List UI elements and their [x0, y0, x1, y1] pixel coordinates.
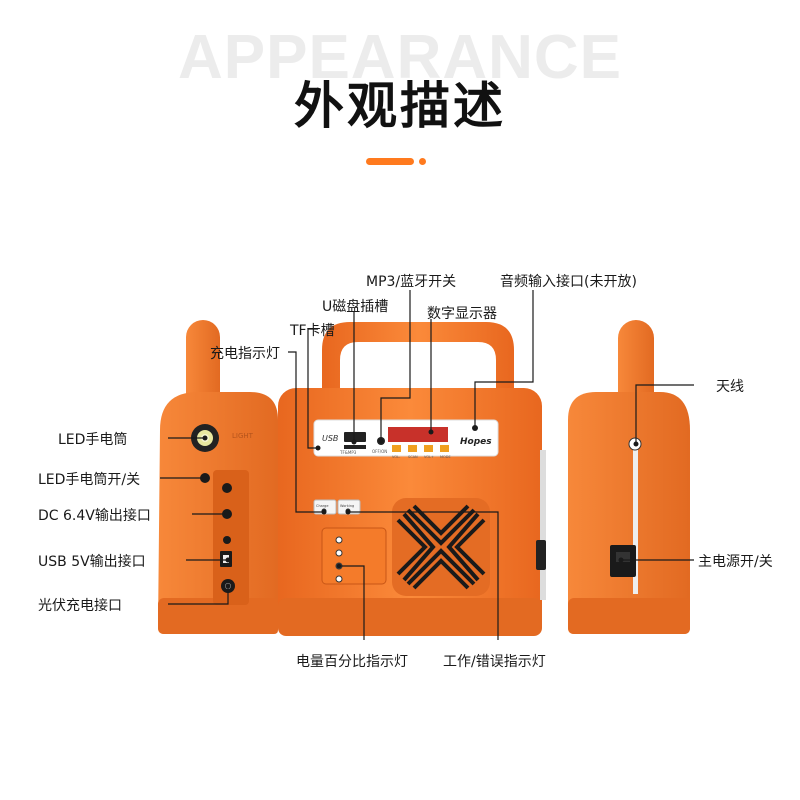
right-body [568, 392, 690, 634]
label-led-switch: LED手电筒开/关 [38, 472, 141, 488]
leader-lines [160, 290, 694, 640]
panel-charge-text: Charge [316, 504, 329, 508]
label-main-switch: 主电源开/关 [698, 554, 773, 570]
background-title: APPEARANCE [177, 23, 623, 92]
front-view: USB TF&MP3 OFF/ON VOL- SCAN VOL+ MODE Ho… [278, 322, 546, 636]
left-base [158, 598, 278, 634]
panel-working-text: Working [340, 504, 354, 508]
label-dc-output: DC 6.4V输出接口 [38, 508, 151, 524]
label-led-torch: LED手电筒 [58, 432, 128, 448]
label-work-error-indicator: 工作/错误指示灯 [443, 654, 546, 670]
label-tf-slot: TF卡槽 [290, 323, 335, 339]
digital-display-screen [388, 427, 448, 442]
panel-vol-minus-text: VOL- [392, 455, 401, 459]
page-title: 外观描述 [294, 77, 506, 135]
panel-scan-text: SCAN [408, 455, 418, 459]
label-usb-output: USB 5V输出接口 [38, 554, 146, 570]
title-underline-dot [419, 158, 426, 165]
right-side-view [568, 320, 690, 634]
title-underline-bar [366, 158, 414, 165]
label-battery-indicator: 电量百分比指示灯 [296, 654, 408, 670]
front-handle [322, 322, 514, 390]
panel-usb-text: USB [322, 434, 338, 443]
label-digital-display: 数字显示器 [427, 306, 497, 322]
panel-mode-text: MODE [440, 455, 451, 459]
led-flash-print: LIGHT [232, 432, 254, 440]
label-audio-input: 音频输入接口(未开放) [500, 274, 637, 290]
panel-vol-plus-text: VOL+ [424, 455, 434, 459]
panel-onoff-text: OFF/ON [372, 449, 387, 454]
label-u-disk-slot: U磁盘插槽 [322, 299, 389, 315]
label-solar-input: 光伏充电接口 [38, 598, 122, 614]
antenna-rod [633, 448, 638, 594]
label-mp3-bt-switch: MP3/蓝牙开关 [366, 274, 457, 290]
label-charge-indicator: 充电指示灯 [210, 346, 280, 362]
left-side-view: LIGHT [158, 320, 278, 634]
panel-brand-text: Hopes [460, 437, 492, 447]
panel-tfmp3-text: TF&MP3 [339, 450, 357, 455]
speaker-grille [392, 498, 490, 596]
label-antenna: 天线 [716, 379, 744, 395]
